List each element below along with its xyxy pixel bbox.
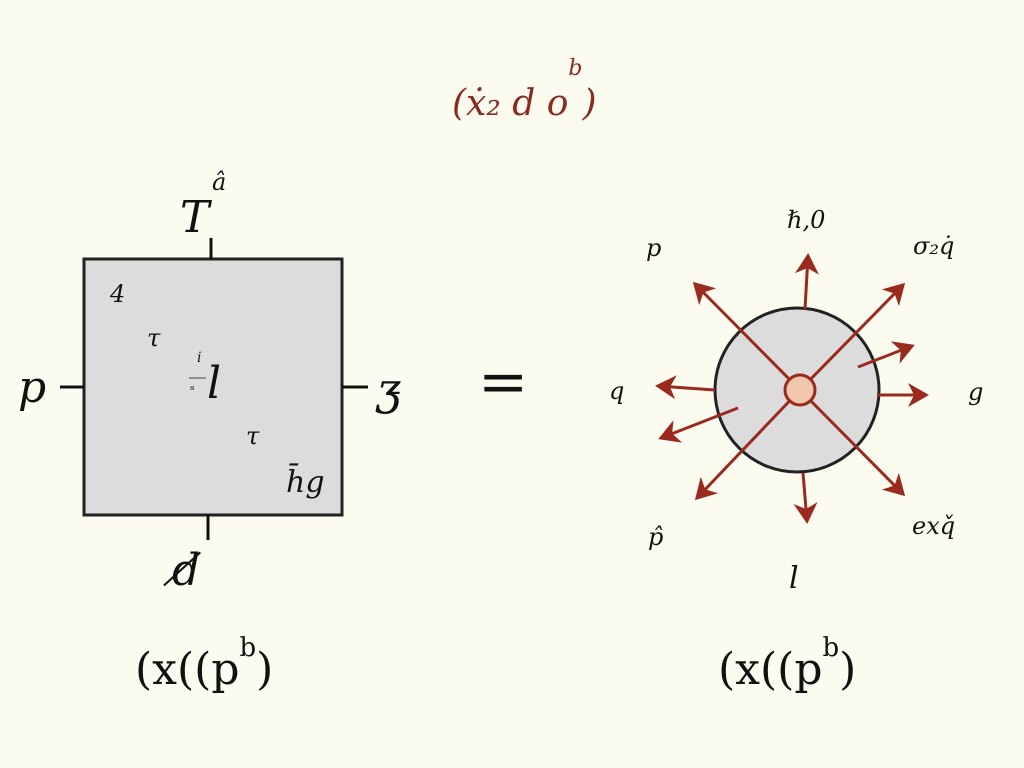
top-label: T <box>180 192 213 243</box>
arrow-down-left <box>694 388 802 501</box>
arrow-down <box>793 472 818 524</box>
label-top: ℏ,0 <box>787 206 825 234</box>
label-bottom-right: exq̌ <box>912 512 955 540</box>
inner-label-s: ₛ <box>190 378 195 394</box>
arrow-left <box>655 375 716 400</box>
label-bottom-left: p̂ <box>648 523 663 551</box>
inner-label-l: l <box>207 358 221 409</box>
arrow-left-lower <box>658 406 739 443</box>
equals-sign: = <box>478 347 528 417</box>
arrow-up <box>795 253 819 310</box>
top-hat-label: â <box>212 168 226 196</box>
title-formula: (ẋ₂ d ob) <box>452 56 597 124</box>
label-right: g <box>968 378 983 406</box>
label-left: q <box>609 377 624 405</box>
right-radial-diagram: ℏ,0 p σ₂q̇ q g p̂ l exq̌ <box>609 206 983 596</box>
inner-label-tau-2: τ <box>246 422 260 450</box>
label-top-left: p <box>646 234 661 262</box>
inner-label-hg: h̄g <box>286 462 325 500</box>
center-node <box>783 373 817 407</box>
bottom-label: d̸ <box>163 545 201 596</box>
arrow-right-upper <box>857 341 915 369</box>
square-box <box>82 257 344 517</box>
arrow-down-right <box>798 388 906 497</box>
left-square-diagram: T â p ʒ̵ d̸ 4 τ i ₛ l τ h̄g <box>18 168 401 596</box>
arrow-up-left <box>692 281 802 392</box>
inner-label-i: i <box>197 350 201 366</box>
left-label: p <box>18 362 46 413</box>
right-formula: (ⅹ((pb) <box>718 633 856 695</box>
right-label: ʒ̵ <box>375 364 401 415</box>
inner-label-tau-1: τ <box>147 324 161 352</box>
label-top-right: σ₂q̇ <box>913 232 954 260</box>
label-bottom: l <box>789 561 799 596</box>
left-formula: (ⅹ((pb) <box>135 633 273 695</box>
arrow-up-right <box>798 282 906 392</box>
inner-label-4: 4 <box>109 280 125 308</box>
